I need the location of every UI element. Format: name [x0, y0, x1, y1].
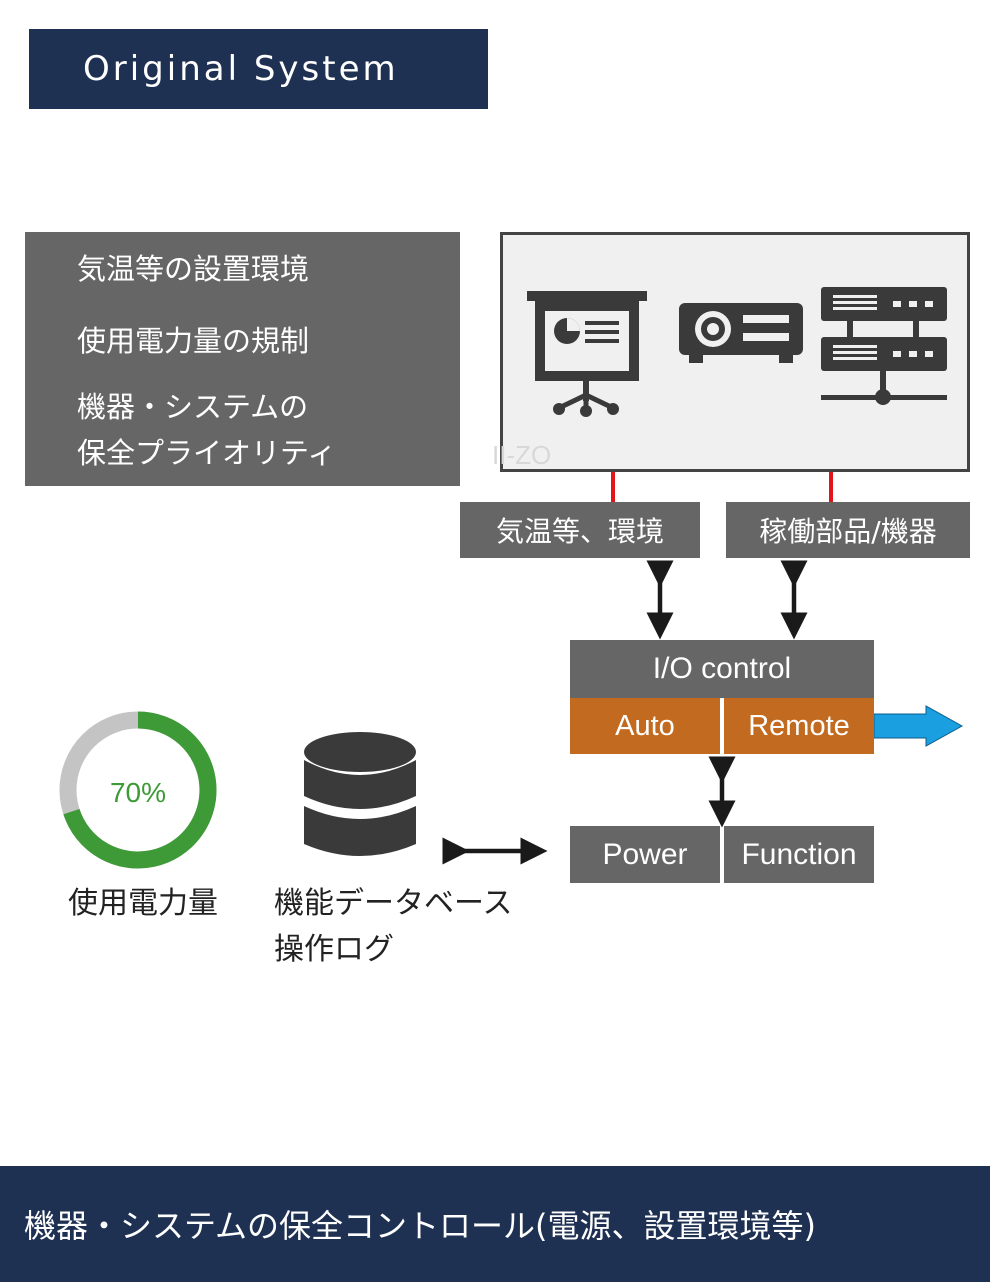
donut-gauge-icon: 70%	[59, 711, 217, 869]
function-box: Function	[724, 826, 874, 883]
label-parts: 稼働部品/機器	[726, 502, 970, 558]
connector-red-left	[611, 472, 615, 502]
info-line-system: 機器・システムの	[77, 390, 309, 424]
arrow-remote-output	[873, 705, 964, 747]
io-remote: Remote	[724, 698, 874, 754]
server-network-icon	[821, 287, 947, 405]
database-caption-line1: 機能データベース	[274, 886, 513, 921]
label-environment: 気温等、環境	[460, 502, 700, 558]
footer-banner: 機器・システムの保全コントロール(電源、設置環境等)	[0, 1166, 990, 1282]
database-caption-line2: 操作ログ	[274, 932, 394, 967]
projector-icon	[679, 303, 803, 363]
connector-arrows	[442, 560, 964, 865]
info-box: 気温等の設置環境 使用電力量の規制 機器・システムの 保全プライオリティ	[25, 232, 460, 486]
power-box: Power	[570, 826, 720, 883]
io-auto: Auto	[570, 698, 720, 754]
connector-red-right	[829, 472, 833, 502]
gauge-caption: 使用電力量	[68, 886, 218, 921]
info-line-priority: 保全プライオリティ	[77, 436, 337, 470]
info-line-environment: 気温等の設置環境	[77, 252, 310, 286]
info-line-power-regulation: 使用電力量の規制	[77, 324, 310, 358]
presentation-screen-icon	[527, 291, 647, 417]
gauge-value-label: 70%	[110, 777, 166, 808]
io-control-title: I/O control	[570, 640, 874, 698]
page-title: Original System	[29, 29, 488, 109]
database-icon	[304, 732, 416, 856]
watermark: II-ZO	[492, 440, 552, 470]
device-panel	[500, 232, 970, 472]
